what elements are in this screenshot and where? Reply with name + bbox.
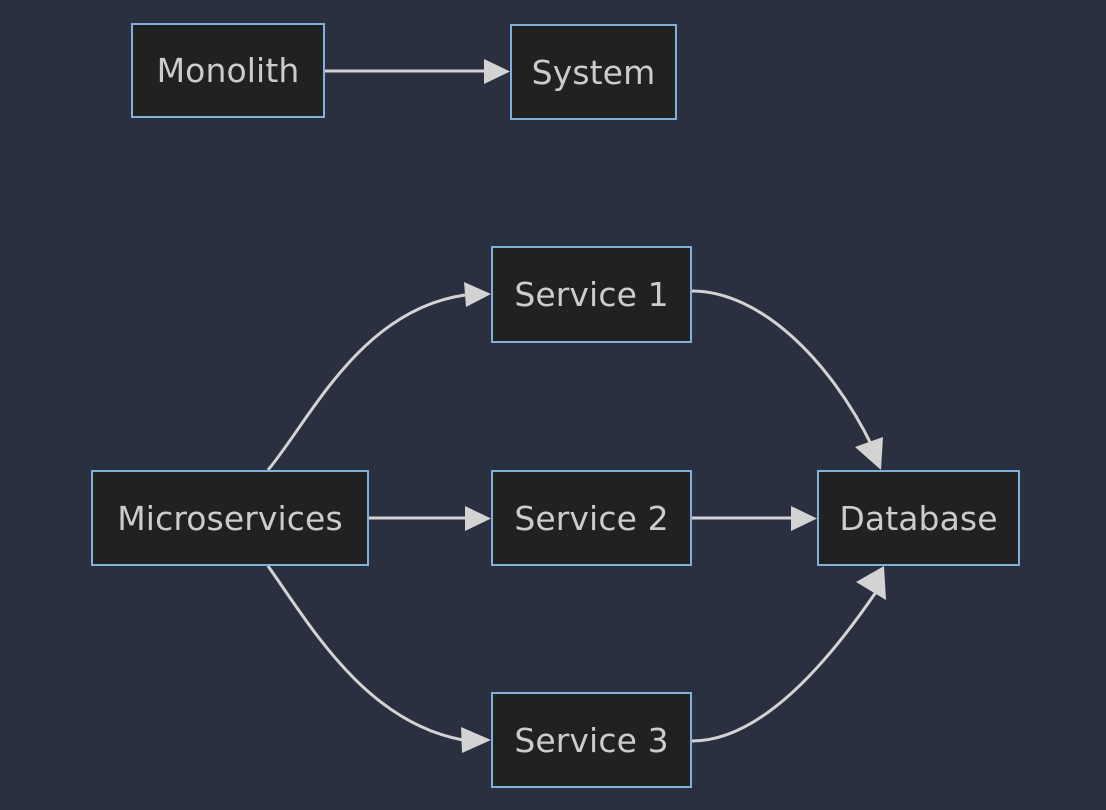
edge-microservices-to-service1-line	[266, 293, 466, 471]
edge-service1-to-database	[691, 289, 883, 470]
node-monolith-label: Monolith	[156, 51, 300, 90]
edge-service2-to-database	[692, 506, 817, 531]
node-service-1[interactable]: Service 1	[491, 246, 692, 343]
edge-service3-to-database-line	[691, 591, 878, 743]
edge-microservices-to-service3-arrowhead	[461, 727, 491, 753]
node-service-2[interactable]: Service 2	[491, 470, 692, 566]
edge-service1-to-database-line	[691, 289, 874, 447]
node-service-3-label: Service 3	[514, 720, 669, 760]
edge-service2-to-database-arrowhead	[791, 506, 817, 531]
node-microservices[interactable]: Microservices	[91, 470, 369, 566]
node-database-label: Database	[839, 498, 998, 538]
edge-service3-to-database	[691, 566, 886, 743]
node-service-2-label: Service 2	[514, 498, 669, 538]
edge-monolith-to-system	[325, 59, 510, 84]
edge-service1-to-database-arrowhead	[855, 437, 883, 470]
node-system[interactable]: System	[510, 24, 677, 120]
node-monolith[interactable]: Monolith	[131, 23, 325, 118]
edge-microservices-to-service3	[266, 565, 491, 753]
node-service-3[interactable]: Service 3	[491, 692, 692, 788]
node-service-1-label: Service 1	[514, 275, 669, 314]
edge-microservices-to-service1	[266, 282, 491, 471]
edge-microservices-to-service2-arrowhead	[465, 506, 491, 531]
edge-monolith-to-system-arrowhead	[484, 59, 510, 84]
node-microservices-label: Microservices	[117, 498, 343, 538]
edge-microservices-to-service2	[369, 506, 491, 531]
node-database[interactable]: Database	[817, 470, 1020, 566]
edge-microservices-to-service3-line	[266, 565, 464, 742]
node-system-label: System	[531, 52, 656, 92]
edge-microservices-to-service1-arrowhead	[464, 282, 491, 307]
edge-service3-to-database-arrowhead	[856, 566, 886, 600]
